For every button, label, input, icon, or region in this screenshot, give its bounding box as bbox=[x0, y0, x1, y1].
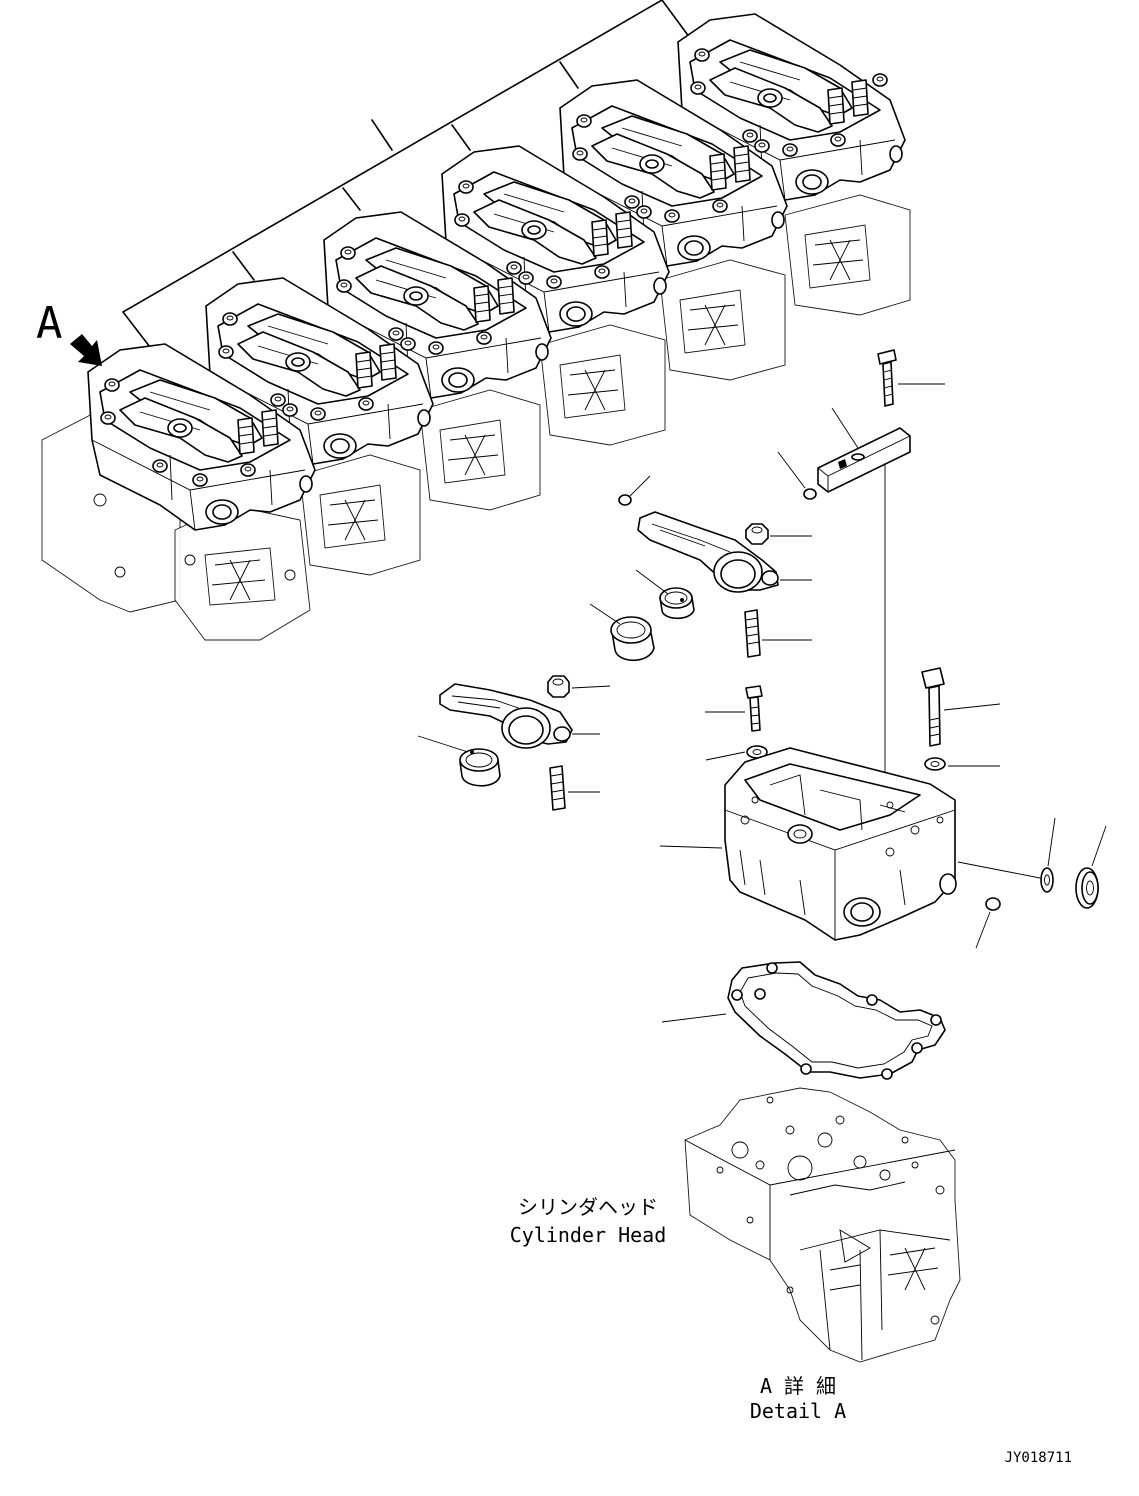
part-washer-right bbox=[924, 757, 1000, 771]
cylinder-blocks-background bbox=[41, 194, 911, 641]
part-nut-lower bbox=[547, 675, 611, 698]
assembled-cylinder-head-row: A bbox=[36, 0, 911, 641]
rocker-housing-unit bbox=[441, 145, 670, 333]
cylinder-head-label-en: Cylinder Head bbox=[510, 1223, 667, 1247]
detail-label-jp: A 詳 細 bbox=[760, 1374, 836, 1398]
part-plug-housing bbox=[975, 897, 1001, 949]
view-marker: A bbox=[36, 298, 102, 366]
part-nut-upper bbox=[745, 523, 812, 545]
cylinder-head-label-jp: シリンダヘッド bbox=[518, 1195, 658, 1219]
part-bushing-upper bbox=[635, 569, 695, 620]
part-bolt-middle bbox=[705, 685, 763, 732]
part-bushing-large bbox=[589, 603, 655, 662]
part-gasket bbox=[661, 961, 946, 1080]
part-pin-small bbox=[618, 475, 651, 506]
exploded-parts bbox=[417, 349, 1107, 1363]
part-adjusting-screw-lower bbox=[549, 765, 600, 811]
diagram-labels: シリンダヘッド Cylinder Head A 詳 細 Detail A JY0… bbox=[510, 1195, 1072, 1466]
part-bolt-top bbox=[877, 349, 945, 407]
part-long-bolt bbox=[921, 667, 1001, 747]
part-seal-large bbox=[1075, 825, 1107, 909]
cylinder-head-outline bbox=[684, 1087, 961, 1363]
rocker-housings bbox=[87, 13, 906, 531]
part-rocker-housing bbox=[659, 747, 1041, 941]
detail-label-en: Detail A bbox=[750, 1399, 846, 1423]
part-rocker-shaft bbox=[817, 407, 911, 493]
view-marker-letter: A bbox=[36, 298, 63, 349]
part-seal-small bbox=[1040, 817, 1056, 893]
view-direction-arrow-icon bbox=[70, 334, 102, 366]
part-rocker-arm-upper bbox=[637, 511, 812, 593]
part-plug-small bbox=[777, 451, 817, 500]
part-rocker-arm-lower bbox=[439, 683, 600, 749]
part-adjusting-screw-upper bbox=[744, 609, 812, 658]
part-bushing-lower bbox=[417, 735, 501, 787]
rocker-housing-unit bbox=[87, 343, 316, 531]
group-bracket bbox=[122, 0, 691, 361]
drawing-id: JY018711 bbox=[1005, 1450, 1072, 1466]
